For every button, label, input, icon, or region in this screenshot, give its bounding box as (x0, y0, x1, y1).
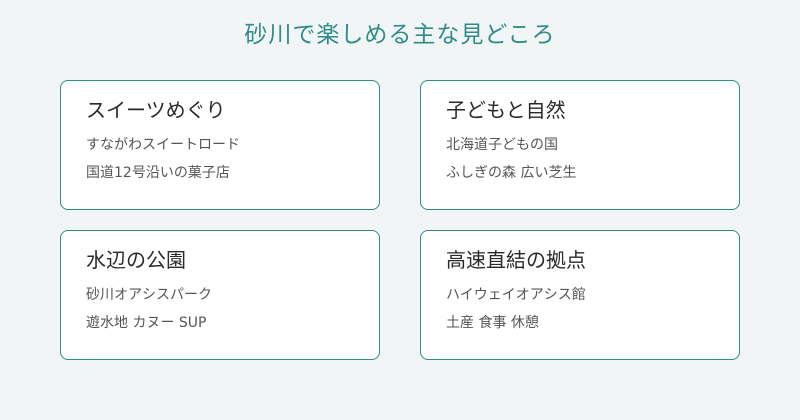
card-detail: すながわスイートロード (86, 137, 240, 153)
card-title: 水辺の公園 (86, 248, 186, 272)
card-detail: ふしぎの森 広い芝生 (446, 165, 577, 181)
card-detail: ハイウェイオアシス館 (446, 287, 586, 303)
page-title: 砂川で楽しめる主な見どころ (244, 22, 556, 48)
attraction-card-sweets: スイーツめぐり すながわスイートロード 国道12号沿いの菓子店 (60, 80, 380, 210)
card-title: スイーツめぐり (86, 98, 226, 122)
attraction-card-waterside-park: 水辺の公園 砂川オアシスパーク 遊水地 カヌー SUP (60, 230, 380, 360)
card-detail: 土産 食事 休憩 (446, 315, 539, 331)
attraction-card-highway-base: 高速直結の拠点 ハイウェイオアシス館 土産 食事 休憩 (420, 230, 740, 360)
attraction-card-kids-nature: 子どもと自然 北海道子どもの国 ふしぎの森 広い芝生 (420, 80, 740, 210)
card-title: 高速直結の拠点 (446, 248, 586, 272)
card-detail: 砂川オアシスパーク (86, 287, 212, 303)
card-detail: 遊水地 カヌー SUP (86, 315, 207, 331)
card-detail: 北海道子どもの国 (446, 137, 558, 153)
card-title: 子どもと自然 (446, 98, 566, 122)
card-detail: 国道12号沿いの菓子店 (86, 165, 230, 181)
